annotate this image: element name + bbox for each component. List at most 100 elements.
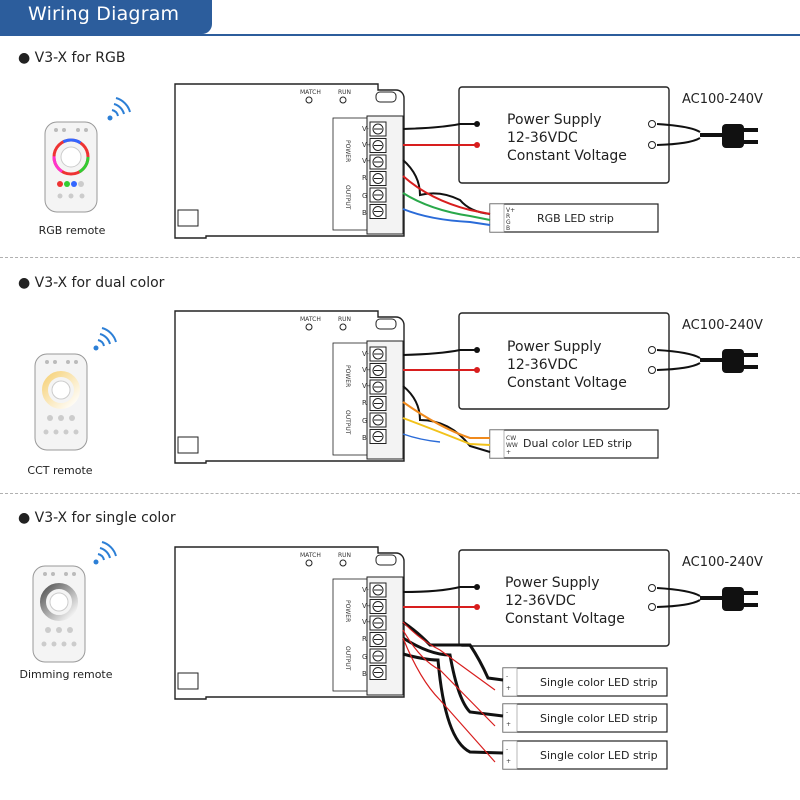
strip-pin-label: CW — [506, 435, 516, 442]
terminal-screw — [369, 138, 387, 153]
power-supply-voltage: 12-36VDC — [507, 130, 578, 146]
match-label: MATCH — [300, 316, 321, 323]
power-supply-voltage: 12-36VDC — [507, 357, 578, 373]
match-label: MATCH — [300, 89, 321, 96]
strip-pin-label: + — [506, 758, 511, 765]
terminal-label: V- — [362, 125, 369, 133]
ac-input-label: AC100-240V — [682, 555, 763, 570]
terminal-screw — [369, 363, 387, 378]
wires-single — [402, 586, 504, 763]
strip-pin-label: - — [506, 746, 508, 753]
strip-single — [502, 740, 668, 770]
output-group-label: OUTPUT — [344, 646, 351, 671]
terminal-screw — [369, 121, 387, 137]
wifi-signal-icon — [93, 327, 117, 351]
ac-input-label: AC100-240V — [682, 318, 763, 333]
terminal-label: B — [362, 209, 367, 217]
power-group-label: POWER — [344, 140, 351, 162]
terminal-screw — [369, 346, 387, 362]
power-group-label: POWER — [344, 365, 351, 387]
terminal-screw — [369, 599, 387, 614]
terminal-label: V+ — [362, 618, 373, 626]
power-supply-title: Power Supply — [505, 575, 600, 591]
terminal-screw — [369, 665, 387, 680]
terminal-label: V+ — [362, 157, 373, 165]
section-title-single-text: V3-X for single color — [34, 510, 176, 526]
dual-section — [34, 310, 758, 464]
ac-plug-icon — [656, 123, 758, 148]
rgb-section — [44, 83, 758, 239]
run-label: RUN — [338, 552, 351, 559]
strip-label: Single color LED strip — [540, 712, 658, 725]
terminal-screw — [369, 412, 387, 428]
terminal-label: G — [362, 653, 367, 661]
terminal-label: V- — [362, 586, 369, 594]
strip-single — [502, 667, 668, 697]
terminal-label: R — [362, 399, 367, 407]
strip-dual — [489, 429, 659, 459]
terminal-screw — [369, 204, 387, 219]
terminal-label: V+ — [362, 602, 373, 610]
strip-label: Single color LED strip — [540, 749, 658, 762]
strip-pin-label: + — [506, 449, 511, 456]
output-group-label: OUTPUT — [344, 410, 351, 435]
wires-dual — [402, 349, 491, 453]
terminal-label: R — [362, 635, 367, 643]
section-title-dual: ● V3-X for dual color — [18, 275, 165, 291]
terminal-label: G — [362, 417, 367, 425]
section-separator — [0, 493, 800, 494]
terminal-label: V+ — [362, 382, 373, 390]
section-separator — [0, 257, 800, 258]
terminal-label: V+ — [362, 366, 373, 374]
remote-label-rgb: RGB remote — [38, 224, 106, 237]
remote-label-cct: CCT remote — [27, 464, 93, 477]
ac-plug-icon — [656, 349, 758, 373]
strip-rgb — [489, 203, 659, 233]
run-label: RUN — [338, 89, 351, 96]
power-group-label: POWER — [344, 600, 351, 622]
section-title-dual-text: V3-X for dual color — [34, 275, 165, 291]
power-supply-box — [458, 86, 670, 184]
power-supply-title: Power Supply — [507, 339, 602, 355]
remote-cct — [34, 353, 88, 451]
terminal-label: V+ — [362, 141, 373, 149]
terminal-screw — [369, 429, 387, 444]
ac-plug-icon — [656, 587, 758, 611]
run-label: RUN — [338, 316, 351, 323]
terminal-label: V- — [362, 350, 369, 358]
terminal-screw — [369, 396, 387, 411]
terminal-screw — [369, 187, 387, 203]
remote-label-dimming: Dimming remote — [19, 668, 113, 681]
terminal-screw — [369, 615, 387, 631]
power-supply-type: Constant Voltage — [507, 148, 627, 164]
output-group-label: OUTPUT — [344, 185, 351, 210]
power-supply-box — [458, 312, 670, 410]
remote-dimming — [32, 565, 86, 663]
section-title-rgb: ● V3-X for RGB — [18, 50, 126, 66]
section-title-rgb-text: V3-X for RGB — [34, 50, 126, 66]
single-section — [32, 541, 758, 770]
power-supply-voltage: 12-36VDC — [505, 593, 576, 609]
terminal-screw — [369, 154, 387, 170]
strip-pin-label: + — [506, 685, 511, 692]
strip-pin-label: G — [506, 219, 511, 226]
remote-rgb — [44, 121, 98, 213]
power-supply-title: Power Supply — [507, 112, 602, 128]
terminal-screw — [369, 632, 387, 647]
strip-pin-label: V+ — [506, 207, 515, 214]
wires-rgb — [402, 123, 491, 226]
terminal-screw — [369, 379, 387, 395]
strip-pin-label: + — [506, 721, 511, 728]
wifi-signal-icon — [107, 97, 131, 121]
match-label: MATCH — [300, 552, 321, 559]
section-title-single: ● V3-X for single color — [18, 510, 176, 526]
strip-pin-label: B — [506, 225, 510, 232]
power-supply-type: Constant Voltage — [507, 375, 627, 391]
strip-single — [502, 703, 668, 733]
ac-input-label: AC100-240V — [682, 92, 763, 107]
strip-pin-label: - — [506, 673, 508, 680]
terminal-label: B — [362, 670, 367, 678]
terminal-label: R — [362, 174, 367, 182]
strip-label: Dual color LED strip — [523, 437, 632, 450]
